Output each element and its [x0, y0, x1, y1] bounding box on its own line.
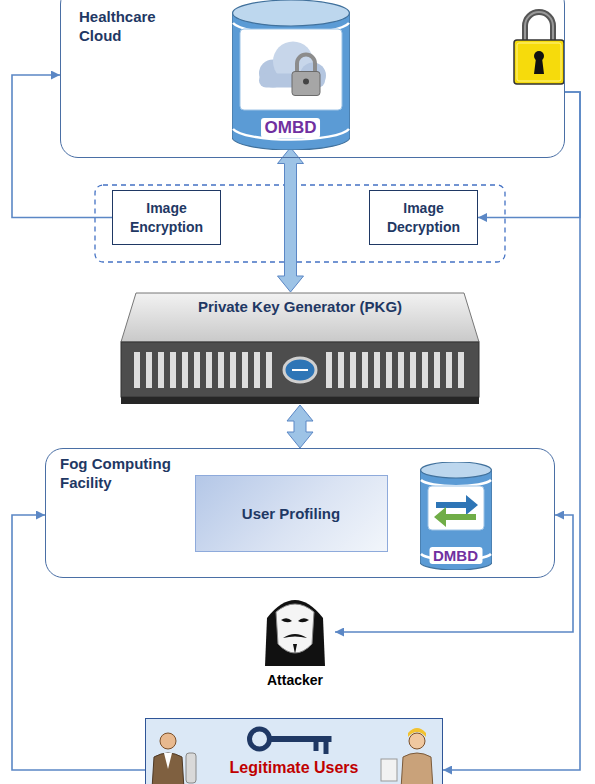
cloud-region: Healthcare CloudOMBD [60, 0, 565, 158]
dashed-group [95, 185, 505, 262]
box-label: Legitimate Users [146, 759, 442, 777]
figure-label: Attacker [255, 672, 335, 688]
connector-arrow [12, 515, 145, 770]
region-heading: Fog Computing Facility [60, 454, 185, 492]
database-cylinder: DMBD [420, 462, 492, 570]
server-label: Private Key Generator (PKG) [193, 297, 408, 316]
database-label: OMBD [261, 118, 321, 138]
attacker-figure: Attacker [255, 588, 335, 692]
padlock-icon [514, 12, 564, 84]
users-box: Legitimate Users [145, 718, 443, 784]
block-arrow [278, 148, 304, 293]
process-box: User Profiling [195, 475, 388, 552]
box-label: User Profiling [238, 504, 344, 523]
server-node: Private Key Generator (PKG) [120, 292, 480, 405]
box-label: Image Decryption [370, 199, 477, 237]
region-heading: Healthcare Cloud [79, 7, 174, 45]
connector-arrow [12, 75, 112, 218]
database-label: DMBD [429, 547, 482, 564]
process-box: Image Encryption [112, 190, 221, 245]
block-arrow [287, 405, 313, 448]
fog-region: Fog Computing FacilityUser ProfilingDMBD [45, 448, 555, 578]
box-label: Image Encryption [113, 199, 220, 237]
database-cylinder: OMBD [232, 0, 350, 150]
attacker-icon [255, 588, 335, 668]
process-box: Image Decryption [369, 190, 478, 245]
